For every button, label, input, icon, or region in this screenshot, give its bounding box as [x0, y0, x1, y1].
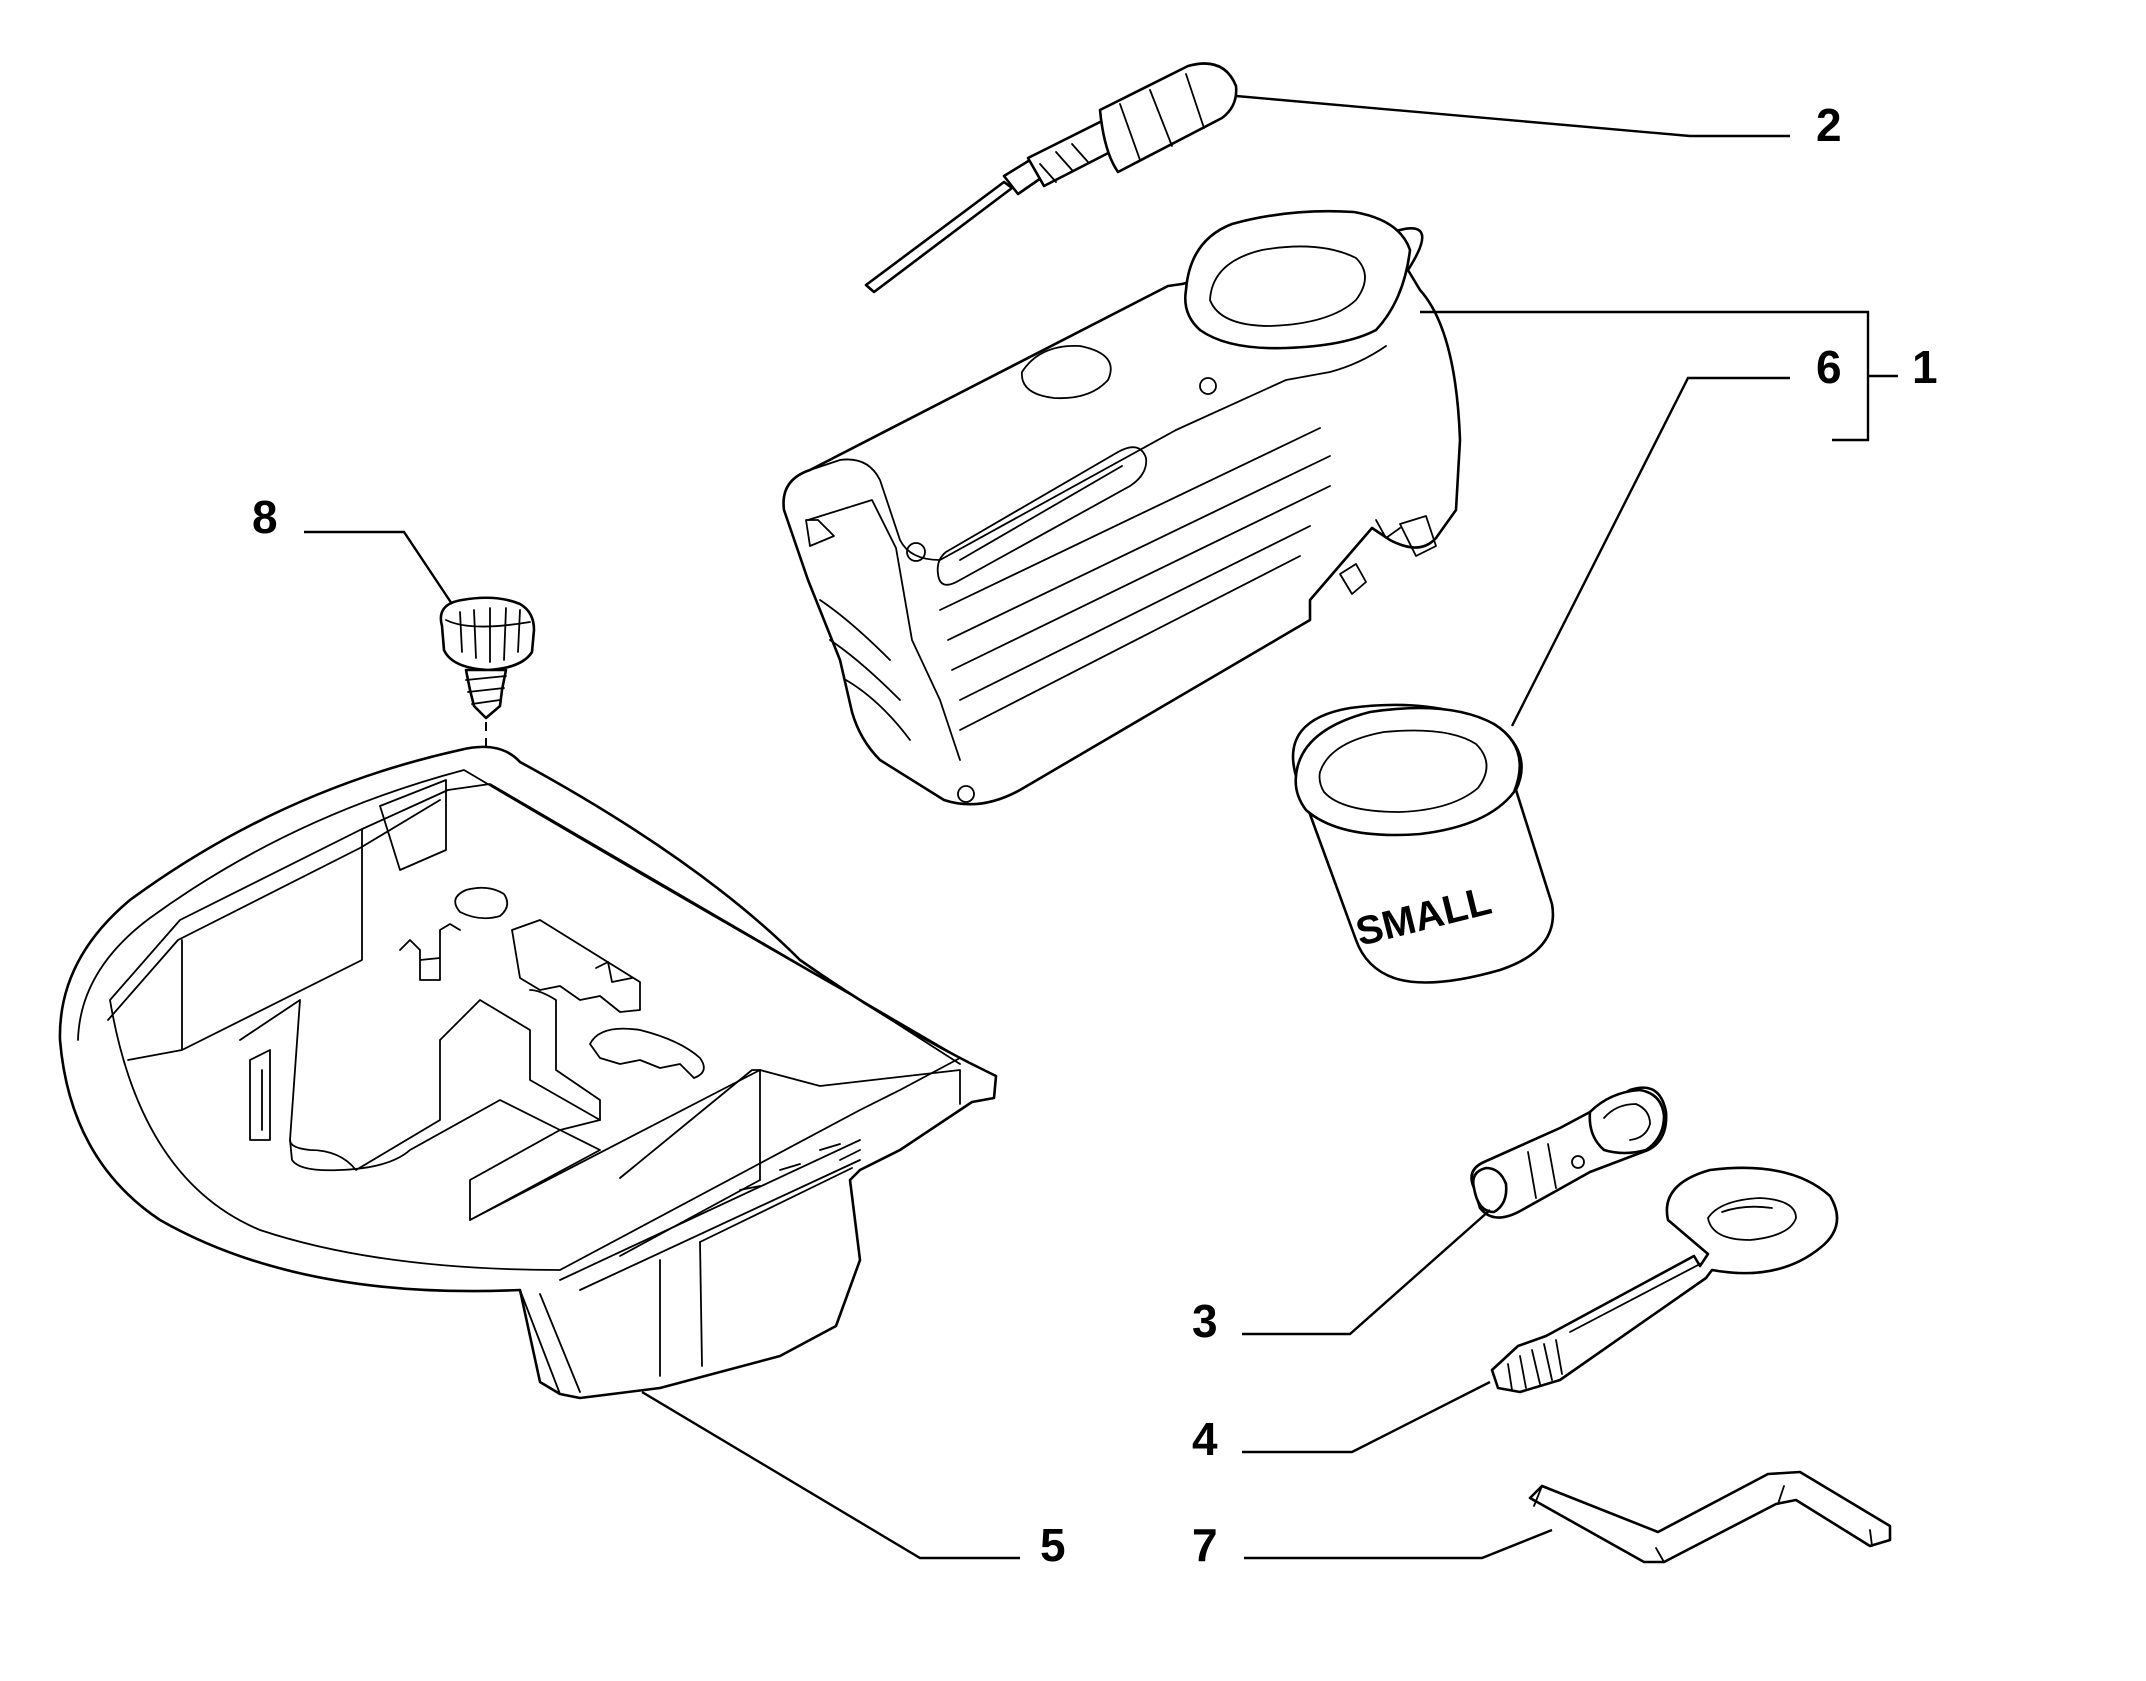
socket-adaptor-part	[1470, 1086, 1668, 1219]
callout-7: 7	[1192, 1519, 1218, 1571]
sealant-canister-part: SMALL	[1291, 703, 1555, 984]
leader-3	[1242, 1209, 1491, 1336]
leader-7	[1244, 1528, 1553, 1560]
callout-2: 2	[1816, 99, 1842, 151]
callout-1: 1	[1912, 341, 1938, 393]
leader-2	[1235, 94, 1790, 138]
hex-key-part	[1528, 1470, 1892, 1564]
storage-tray-part	[58, 745, 998, 1400]
leader-8	[304, 530, 453, 605]
leader-5	[641, 1390, 1020, 1560]
leader-6	[1510, 376, 1790, 727]
towing-eye-part	[1490, 1166, 1839, 1394]
screwdriver-part	[864, 62, 1238, 294]
callout-6: 6	[1816, 341, 1842, 393]
compressor-part	[782, 209, 1462, 806]
callout-4: 4	[1192, 1413, 1218, 1465]
leader-4	[1242, 1380, 1491, 1454]
callout-8: 8	[252, 491, 278, 543]
screw-part	[439, 596, 536, 720]
bracket-1	[1420, 310, 1870, 442]
callout-5: 5	[1040, 1519, 1066, 1571]
callout-3: 3	[1192, 1295, 1218, 1347]
